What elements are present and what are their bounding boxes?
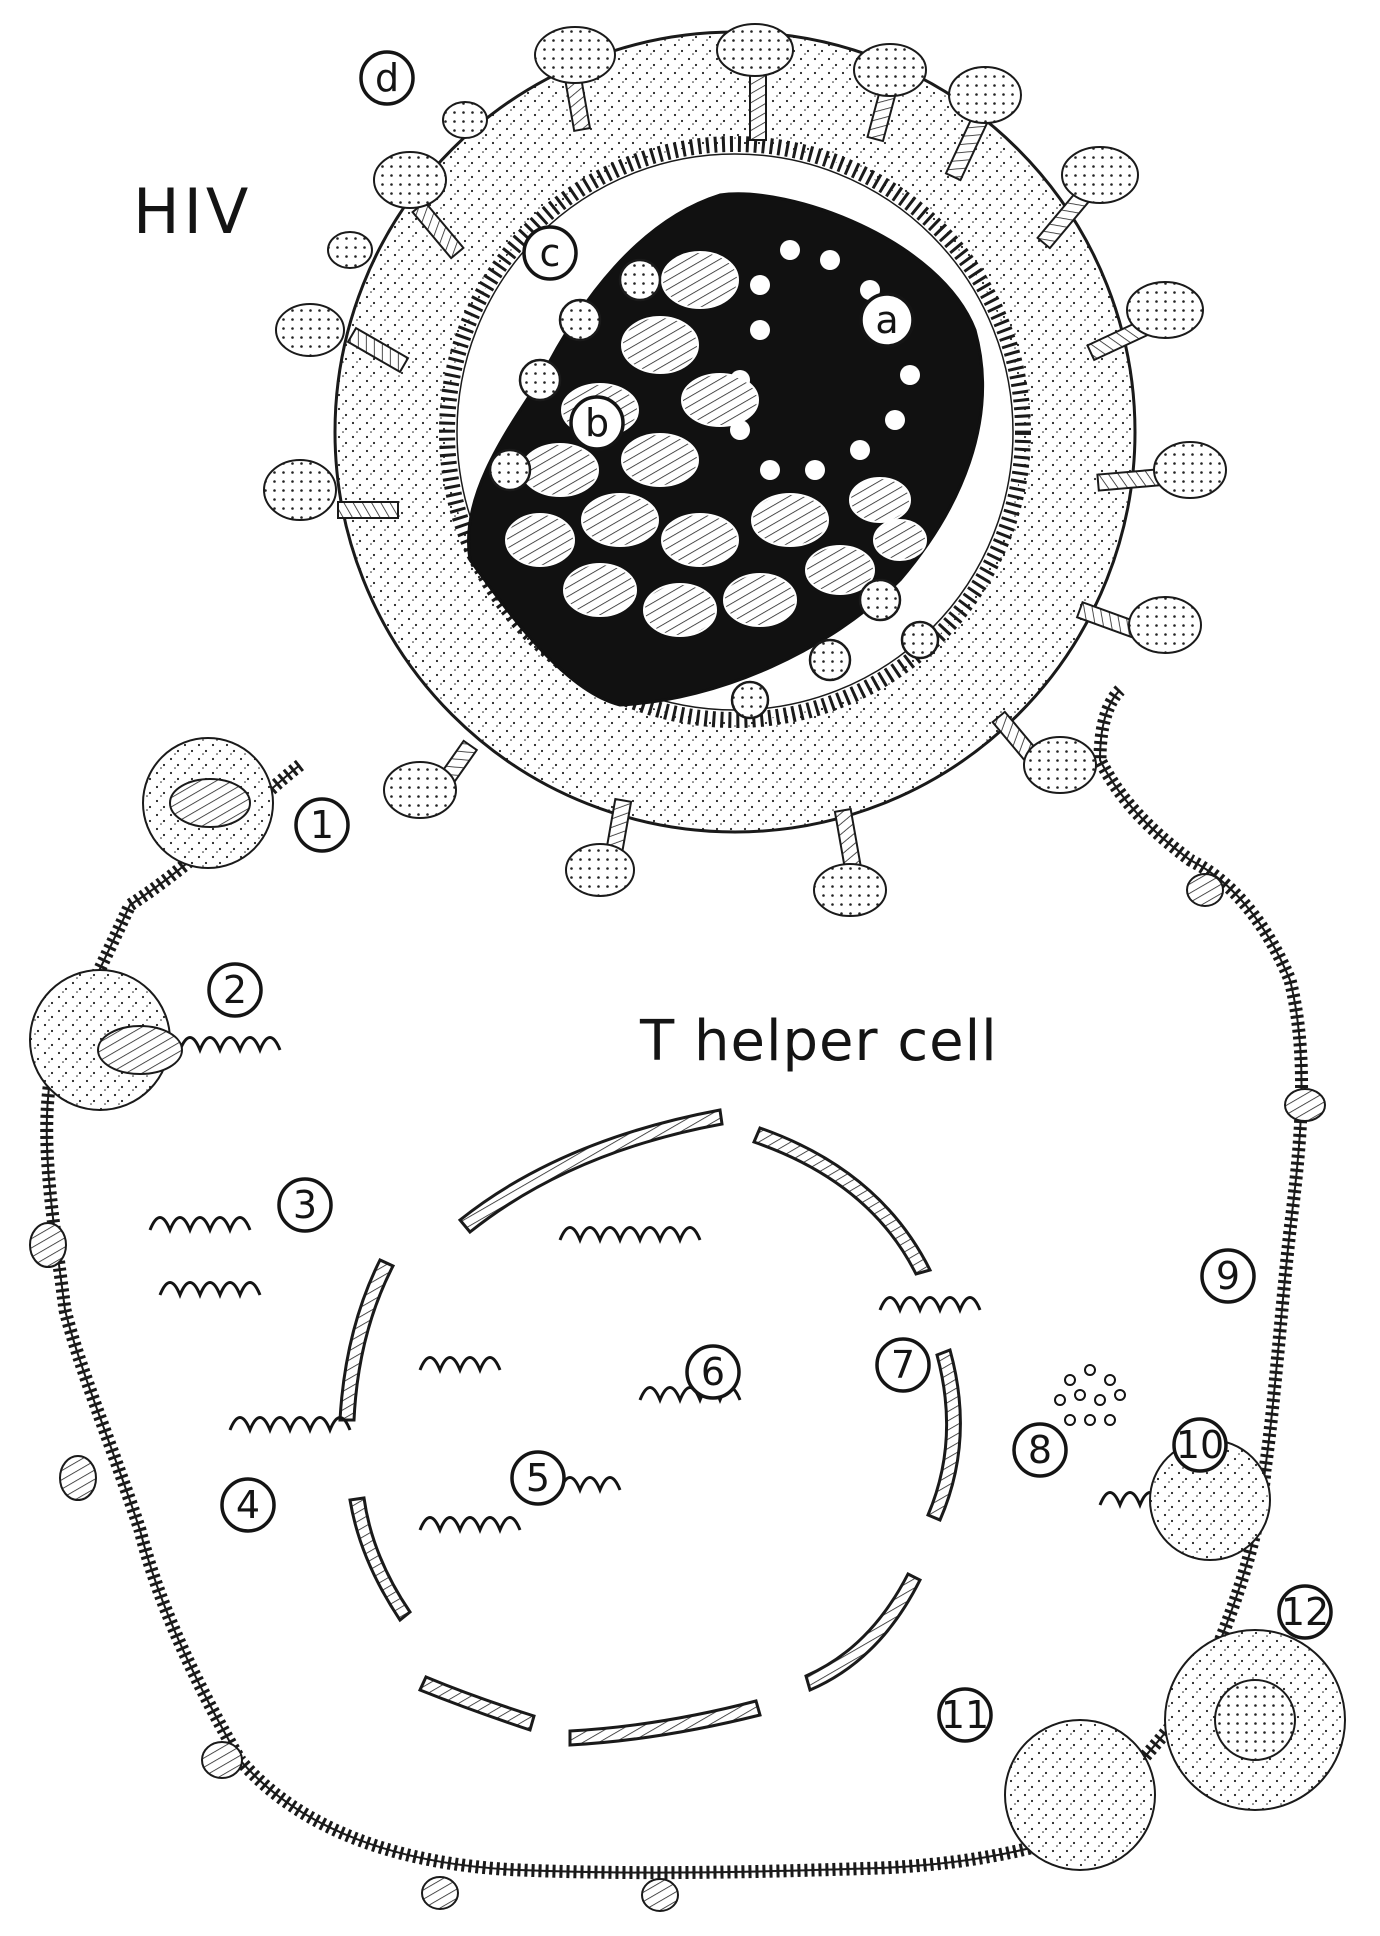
svg-text:3: 3 xyxy=(293,1183,317,1227)
marker-c: c xyxy=(524,227,576,279)
svg-text:1: 1 xyxy=(310,803,334,847)
marker-4: 4 xyxy=(222,1479,274,1531)
svg-text:6: 6 xyxy=(701,1350,725,1394)
viral-protein-cluster-icon xyxy=(30,738,1345,1870)
marker-10: 10 xyxy=(1174,1419,1226,1471)
cell-membrane xyxy=(47,690,1302,1873)
marker-b: b xyxy=(571,397,623,449)
svg-text:d: d xyxy=(375,56,399,100)
svg-text:9: 9 xyxy=(1216,1254,1240,1298)
marker-1: 1 xyxy=(296,799,348,851)
svg-text:4: 4 xyxy=(236,1483,260,1527)
marker-6: 6 xyxy=(687,1346,739,1398)
virus-label: HIV xyxy=(133,175,252,248)
marker-8: 8 xyxy=(1014,1424,1066,1476)
svg-text:7: 7 xyxy=(891,1343,915,1387)
marker-d: d xyxy=(361,52,413,104)
marker-9: 9 xyxy=(1202,1250,1254,1302)
svg-text:12: 12 xyxy=(1281,1590,1329,1634)
nucleus-envelope xyxy=(340,1110,960,1745)
svg-text:b: b xyxy=(585,401,609,445)
svg-text:a: a xyxy=(875,298,898,342)
marker-12: 12 xyxy=(1279,1586,1331,1638)
cell-label: T helper cell xyxy=(639,1009,998,1074)
hiv-virion-icon xyxy=(264,24,1226,916)
svg-text:c: c xyxy=(540,231,561,275)
svg-text:10: 10 xyxy=(1176,1423,1224,1467)
rna-strand-icon xyxy=(150,1038,1180,1771)
marker-11: 11 xyxy=(939,1689,991,1741)
marker-3: 3 xyxy=(279,1179,331,1231)
svg-text:2: 2 xyxy=(223,968,247,1012)
marker-7: 7 xyxy=(877,1339,929,1391)
svg-text:11: 11 xyxy=(941,1693,989,1737)
marker-5: 5 xyxy=(512,1452,564,1504)
svg-text:5: 5 xyxy=(526,1456,550,1500)
marker-a: a xyxy=(861,294,913,346)
svg-text:8: 8 xyxy=(1028,1428,1052,1472)
marker-2: 2 xyxy=(209,964,261,1016)
